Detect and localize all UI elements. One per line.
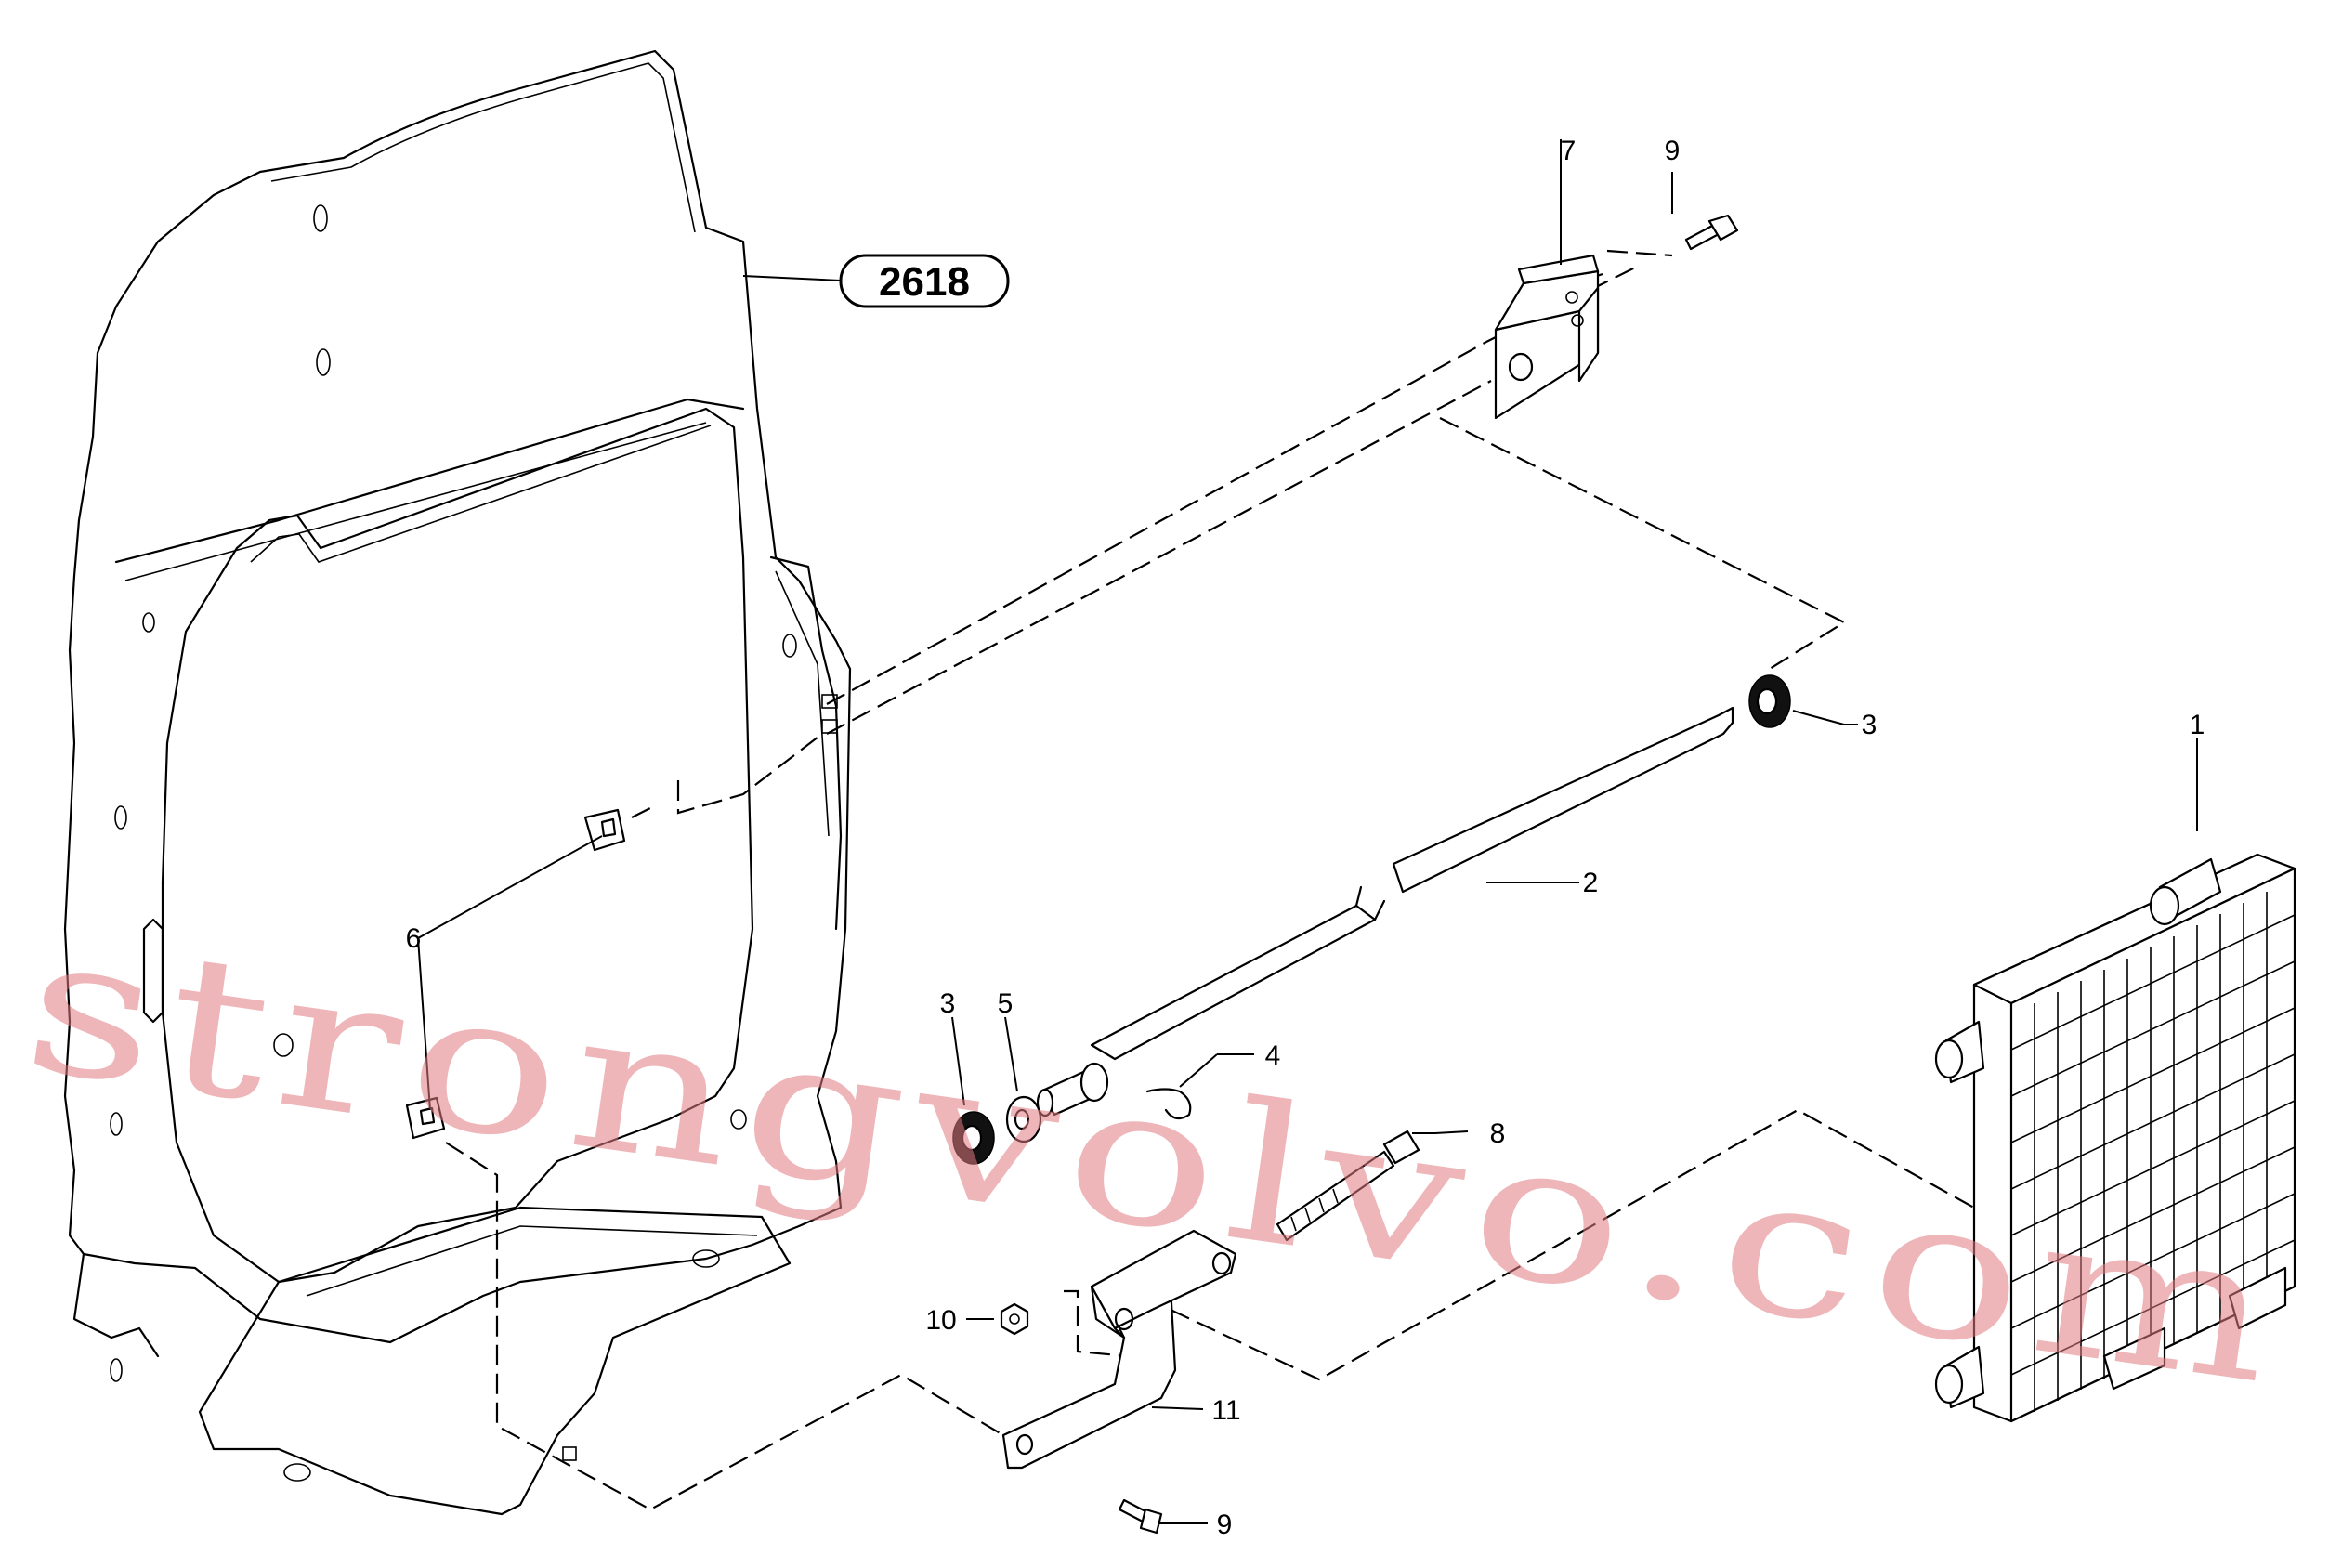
- callout-6: 6: [406, 923, 422, 954]
- callout-8: 8: [1490, 1118, 1506, 1149]
- callout-2: 2: [1583, 868, 1599, 898]
- callout-numbers: 1 2 3 3 4 5 6 7 8 9 9 10 11: [406, 136, 2205, 1540]
- callout-9-lower: 9: [1217, 1509, 1233, 1540]
- reference-label: 2618: [879, 259, 970, 305]
- callout-3-lower: 3: [940, 988, 956, 1019]
- callout-5: 5: [998, 988, 1014, 1019]
- nut: [1000, 1302, 1029, 1336]
- clip-nut-lower: [405, 1096, 446, 1140]
- washer: [1005, 1095, 1042, 1143]
- shaft-with-pin: [1036, 1062, 1192, 1120]
- rod: [1090, 706, 1734, 1061]
- long-bolt: [1276, 1130, 1420, 1242]
- callout-7: 7: [1561, 136, 1577, 166]
- rubber-bushing-top: [1748, 674, 1791, 728]
- rubber-bushing-lower: [952, 1111, 995, 1165]
- bolt-lower: [1118, 1498, 1163, 1535]
- bolt-top: [1684, 214, 1739, 251]
- callout-9-top: 9: [1665, 136, 1681, 166]
- callout-4: 4: [1265, 1040, 1281, 1071]
- reference-callout-2618: 2618: [742, 254, 1010, 308]
- angle-bracket: [1494, 254, 1600, 420]
- oil-cooler: [1934, 853, 2296, 1423]
- clip-nut-upper: [583, 808, 626, 852]
- callout-leaders: [417, 139, 2198, 1524]
- mounting-frame-panel: [63, 49, 852, 1516]
- callout-1: 1: [2190, 710, 2205, 740]
- callout-11: 11: [1211, 1395, 1240, 1426]
- callout-10: 10: [925, 1305, 956, 1336]
- mounting-bracket: [1001, 1229, 1237, 1470]
- callout-3-top: 3: [1862, 710, 1878, 740]
